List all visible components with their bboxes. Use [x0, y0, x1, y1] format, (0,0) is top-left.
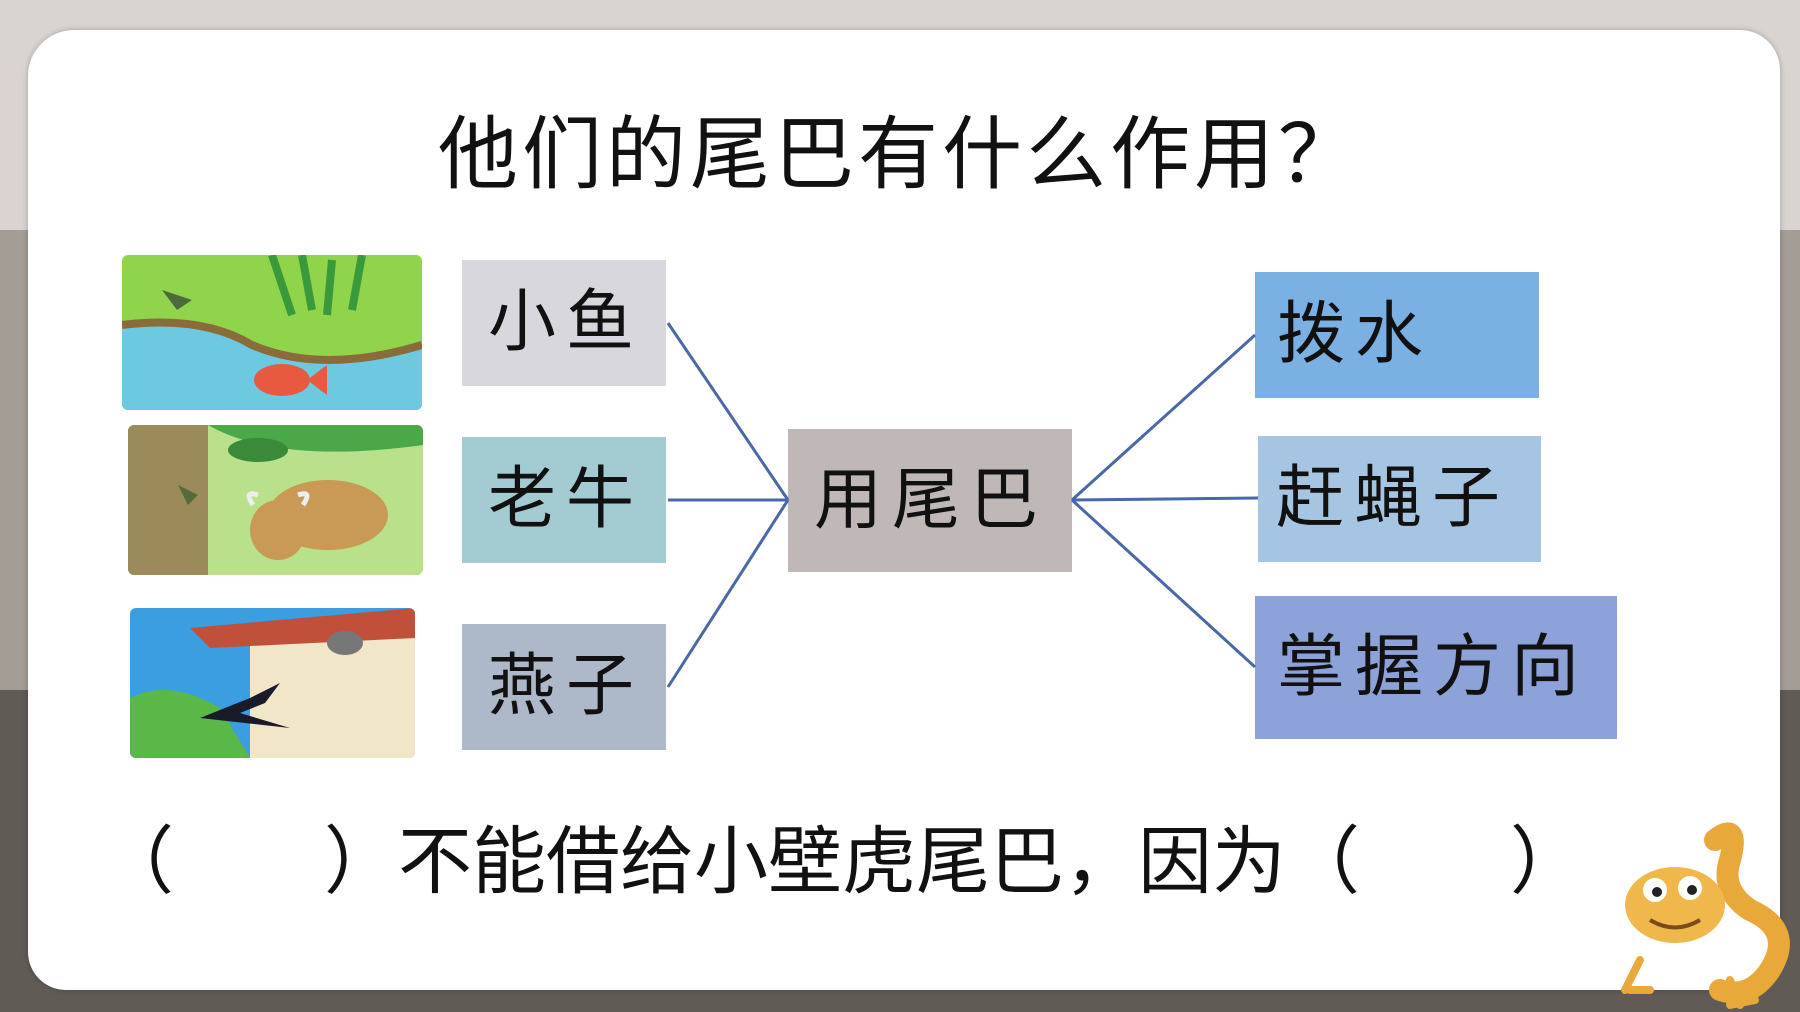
center-label: 用尾巴: [814, 460, 1049, 540]
blank-open-2: （: [1286, 819, 1360, 905]
water-use-box: 拨水: [1255, 272, 1539, 398]
swallow-picture: [130, 608, 415, 758]
water-use-label: 拨水: [1277, 295, 1434, 374]
connector-fish: [666, 322, 790, 501]
fish-label: 小鱼: [488, 283, 645, 362]
fly-use-box: 赶蝇子: [1258, 436, 1541, 562]
blank-close-2: ）: [1510, 819, 1584, 905]
center-box: 用尾巴: [788, 429, 1072, 572]
direction-use-box: 掌握方向: [1255, 596, 1617, 739]
swallow-label-box: 燕子: [462, 624, 666, 750]
ox-label-box: 老牛: [462, 437, 666, 563]
fish-label-box: 小鱼: [462, 260, 666, 386]
fly-use-label: 赶蝇子: [1276, 459, 1511, 538]
connector-fly: [1071, 496, 1259, 502]
ox-label: 老牛: [488, 460, 645, 539]
fill-in-sentence: （）不能借给小壁虎尾巴，因为（）: [100, 825, 1700, 899]
gecko-icon: [1621, 822, 1790, 1009]
connector-swallow: [666, 499, 790, 688]
slide-title: 他们的尾巴有什么作用？: [438, 108, 1362, 201]
fish-picture: [122, 255, 422, 410]
sentence-text: 不能借给小壁虎尾巴，因为: [398, 819, 1286, 905]
swallow-label: 燕子: [488, 647, 645, 726]
connector-water: [1070, 333, 1257, 502]
connector-direction: [1070, 498, 1257, 669]
blank-close-1: ）: [324, 819, 398, 905]
ox-picture: [128, 425, 423, 575]
direction-use-label: 掌握方向: [1277, 627, 1590, 707]
blank-open-1: （: [100, 819, 174, 905]
